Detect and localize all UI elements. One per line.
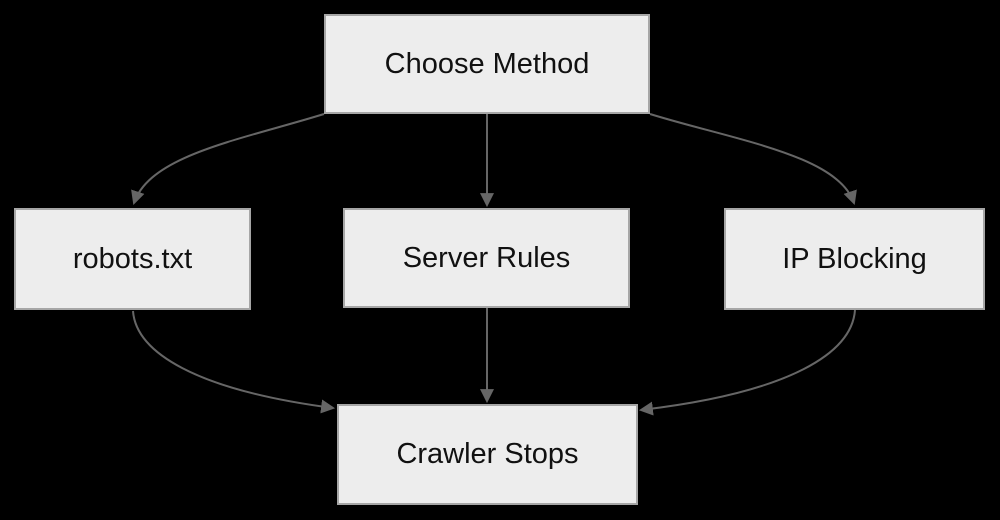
node-choose-method: Choose Method	[324, 14, 650, 114]
node-server-rules-label: Server Rules	[402, 241, 571, 274]
edge-choose-method-to-ip-blocking	[649, 113, 857, 205]
edge-choose-method-to-robots-txt	[131, 113, 325, 205]
node-ip-blocking-label: IP Blocking	[782, 242, 927, 275]
node-choose-method-label: Choose Method	[384, 47, 590, 80]
node-ip-blocking: IP Blocking	[724, 208, 985, 310]
node-robots-txt-label: robots.txt	[72, 242, 193, 275]
node-crawler-stops-label: Crawler Stops	[396, 438, 579, 471]
node-server-rules: Server Rules	[343, 208, 630, 308]
edge-robots-txt-to-crawler-stops	[132, 310, 336, 414]
node-robots-txt: robots.txt	[14, 208, 251, 310]
edge-ip-blocking-to-crawler-stops	[638, 309, 856, 416]
node-crawler-stops: Crawler Stops	[337, 404, 638, 505]
